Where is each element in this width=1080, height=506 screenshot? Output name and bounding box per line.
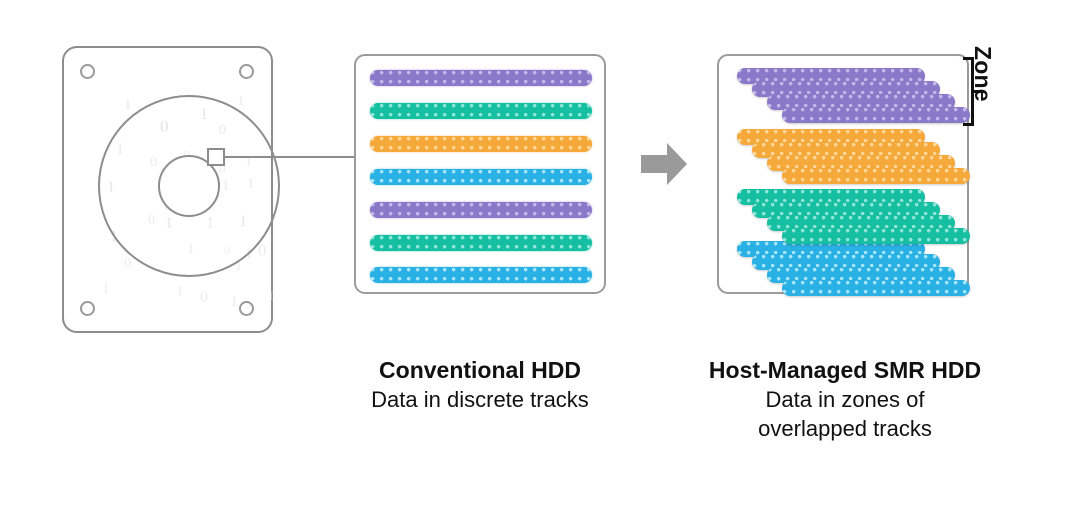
platter-bit: 1 xyxy=(176,283,184,299)
caption-conventional-title: Conventional HDD xyxy=(379,357,581,383)
platter-bit: 1 xyxy=(102,281,110,297)
data-track xyxy=(782,107,970,123)
platter-bit: 0 xyxy=(124,255,132,271)
data-track xyxy=(767,215,955,231)
data-track xyxy=(370,235,592,251)
caption-smr-subtitle-line2: overlapped tracks xyxy=(758,416,932,441)
data-track xyxy=(752,81,940,97)
data-track xyxy=(737,129,925,145)
conventional-hdd-panel xyxy=(354,54,606,294)
caption-smr: Host-Managed SMR HDD Data in zones of ov… xyxy=(690,355,1000,443)
data-track xyxy=(370,70,592,86)
data-track xyxy=(782,228,970,244)
screw-hole-top-right xyxy=(239,64,254,79)
platter-bit: 1 xyxy=(230,293,238,310)
screw-hole-top-left xyxy=(80,64,95,79)
platter-bit: 1 xyxy=(124,97,132,113)
data-track xyxy=(737,189,925,205)
platter-bit: 1 xyxy=(235,259,242,274)
caption-smr-subtitle-line1: Data in zones of xyxy=(765,387,925,412)
platter-bit: 0 xyxy=(200,289,208,306)
smr-zone xyxy=(719,56,970,292)
caption-conventional-subtitle: Data in discrete tracks xyxy=(371,387,589,412)
caption-smr-title: Host-Managed SMR HDD xyxy=(708,357,982,383)
smr-zone xyxy=(719,56,970,292)
data-track xyxy=(370,169,592,185)
platter-disc-icon xyxy=(98,95,280,277)
screw-hole-bottom-right xyxy=(239,301,254,316)
rightward-transition-arrow-icon xyxy=(641,143,687,185)
screw-hole-bottom-left xyxy=(80,301,95,316)
data-track xyxy=(370,103,592,119)
smr-zone xyxy=(719,56,970,292)
zone-bracket-icon xyxy=(963,57,979,126)
data-track xyxy=(752,254,940,270)
data-track xyxy=(752,142,940,158)
data-track xyxy=(752,202,940,218)
data-track xyxy=(737,68,925,84)
platter-bit: 1 xyxy=(237,93,245,109)
callout-leader-line xyxy=(225,156,354,158)
hdd-illustration: 101101001001111100111110100111010 xyxy=(0,0,354,360)
data-track xyxy=(737,241,925,257)
callout-marker-square xyxy=(207,148,225,166)
data-track xyxy=(370,136,592,152)
data-track xyxy=(782,280,970,296)
data-track xyxy=(370,202,592,218)
caption-conventional: Conventional HDD Data in discrete tracks xyxy=(330,355,630,414)
data-track xyxy=(782,168,970,184)
smr-zone xyxy=(719,56,970,296)
platter-bit: 0 xyxy=(258,241,267,260)
data-track xyxy=(767,267,955,283)
data-track xyxy=(767,155,955,171)
data-track xyxy=(370,267,592,283)
zone-label: Zone xyxy=(970,46,996,102)
data-track xyxy=(767,94,955,110)
host-managed-smr-hdd-panel xyxy=(717,54,970,296)
platter-bit: 0 xyxy=(270,290,273,305)
